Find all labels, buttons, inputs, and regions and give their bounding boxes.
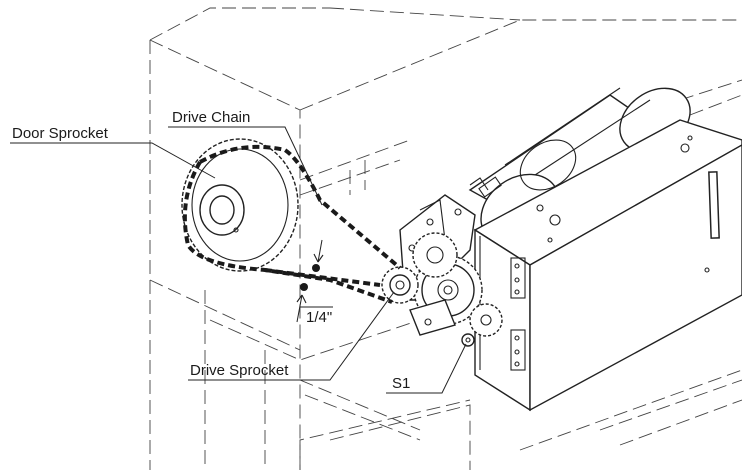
- leader-lines: [10, 126, 467, 394]
- s1-component: [461, 333, 475, 347]
- chain-slack-point-icon: [300, 283, 308, 291]
- chain-slack-label: 1/4": [306, 309, 332, 326]
- s1-label: S1: [392, 375, 410, 392]
- drive-chain: [182, 144, 402, 304]
- door-sprocket-label: Door Sprocket: [12, 125, 109, 142]
- drive-sprocket-label: Drive Sprocket: [190, 362, 289, 379]
- chain-slack-point-icon: [312, 264, 320, 272]
- drive-chain-label: Drive Chain: [172, 109, 250, 126]
- gearbox-assembly: [399, 194, 503, 337]
- door-sprocket: [181, 138, 299, 272]
- drive-sprocket: [381, 266, 419, 304]
